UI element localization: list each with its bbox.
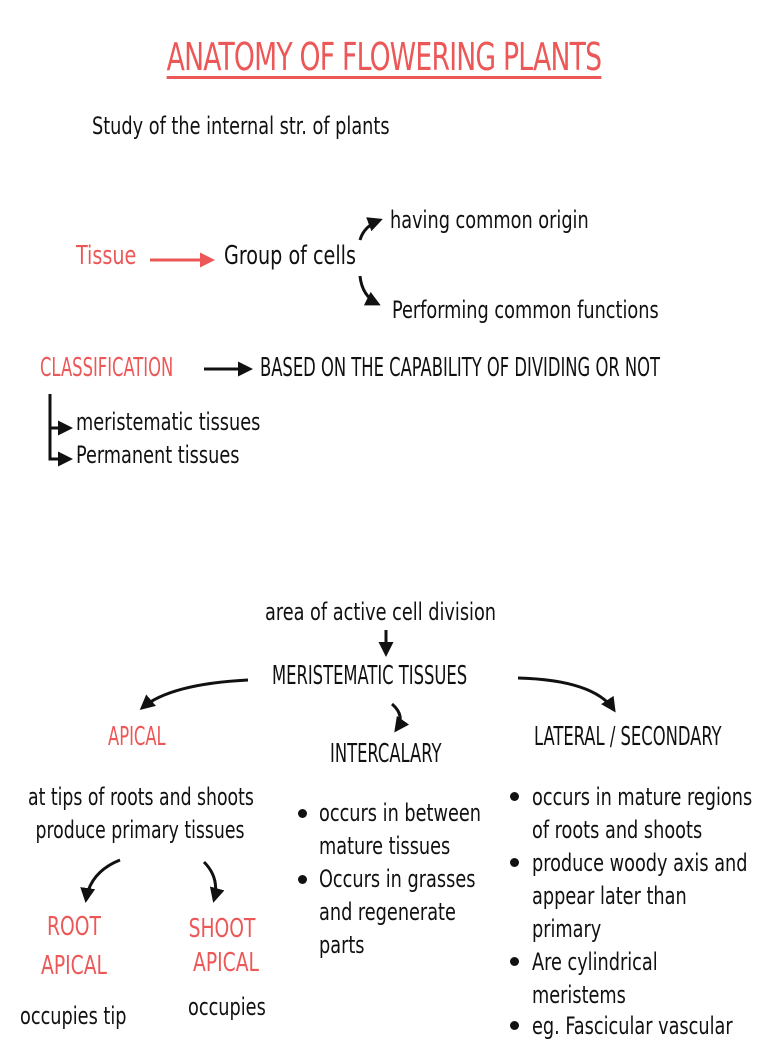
meristem-note: area of active cell division [265, 598, 497, 626]
arrow-to-origin [358, 217, 383, 241]
intercalary-bullet-2-line-1: Occurs in grasses [319, 865, 476, 893]
root-apical-line-1: ROOT [47, 912, 101, 942]
shoot-apical-line-1: SHOOT [188, 914, 256, 944]
lateral-bullet-2-line-2: appear later than [532, 882, 687, 910]
page-title: ANATOMY OF FLOWERING PLANTS [166, 35, 602, 79]
lateral-bullet-1-line-1: occurs in mature regions [532, 783, 753, 811]
apical-line-1: at tips of roots and shoots [28, 783, 254, 811]
meristem-heading: MERISTEMATIC TISSUES [272, 661, 468, 691]
shoot-apical-note: occupies [188, 993, 266, 1021]
intercalary-bullet-1-line-2: mature tissues [319, 832, 451, 860]
shoot-apical-line-2: APICAL [193, 948, 259, 978]
intro-text: Study of the internal str. of plants [92, 112, 390, 140]
bullet-dot [298, 875, 307, 884]
tissue-definition: Group of cells [224, 241, 357, 271]
lateral-bullet-2-line-1: produce woody axis and [532, 849, 748, 877]
apical-line-2: produce primary tissues [35, 816, 245, 844]
arrow-to-intercalary [390, 702, 410, 733]
bullet-dot [298, 809, 307, 818]
classification-term: CLASSIFICATION [40, 353, 174, 383]
tissue-branch-function: Performing common functions [392, 296, 659, 324]
intercalary-bullet-2-line-3: parts [319, 931, 365, 959]
bracket-meristematic [48, 394, 73, 436]
root-apical-line-2: APICAL [41, 951, 107, 981]
lateral-bullet-1-line-2: of roots and shoots [532, 816, 703, 844]
arrow-to-shoot-apical [202, 860, 225, 903]
arrow-to-lateral [517, 676, 616, 713]
intercalary-label: INTERCALARY [330, 739, 442, 769]
type-meristematic: meristematic tissues [76, 408, 261, 436]
lateral-bullet-2-line-3: primary [532, 915, 602, 943]
type-permanent: Permanent tissues [76, 441, 240, 469]
tissue-branch-origin: having common origin [390, 206, 589, 234]
intercalary-bullet-1-line-1: occurs in between [319, 799, 481, 827]
bullet-dot [510, 858, 519, 867]
lateral-bullet-3-line-1: Are cylindrical [532, 948, 658, 976]
apical-label: APICAL [108, 722, 166, 752]
classification-basis: BASED ON THE CAPABILITY OF DIVIDING OR N… [260, 353, 661, 383]
intercalary-bullet-2-line-2: and regenerate [319, 898, 456, 926]
arrow-to-root-apical [80, 858, 121, 903]
bracket-permanent [48, 426, 73, 467]
lateral-bullet-3-line-2: meristems [532, 981, 626, 1009]
lateral-label: LATERAL / SECONDARY [534, 722, 722, 752]
bullet-dot [510, 792, 519, 801]
arrow-to-apical [139, 678, 249, 710]
bullet-dot [510, 957, 519, 966]
arrow-to-functions [358, 275, 381, 306]
tissue-term: Tissue [76, 241, 137, 271]
